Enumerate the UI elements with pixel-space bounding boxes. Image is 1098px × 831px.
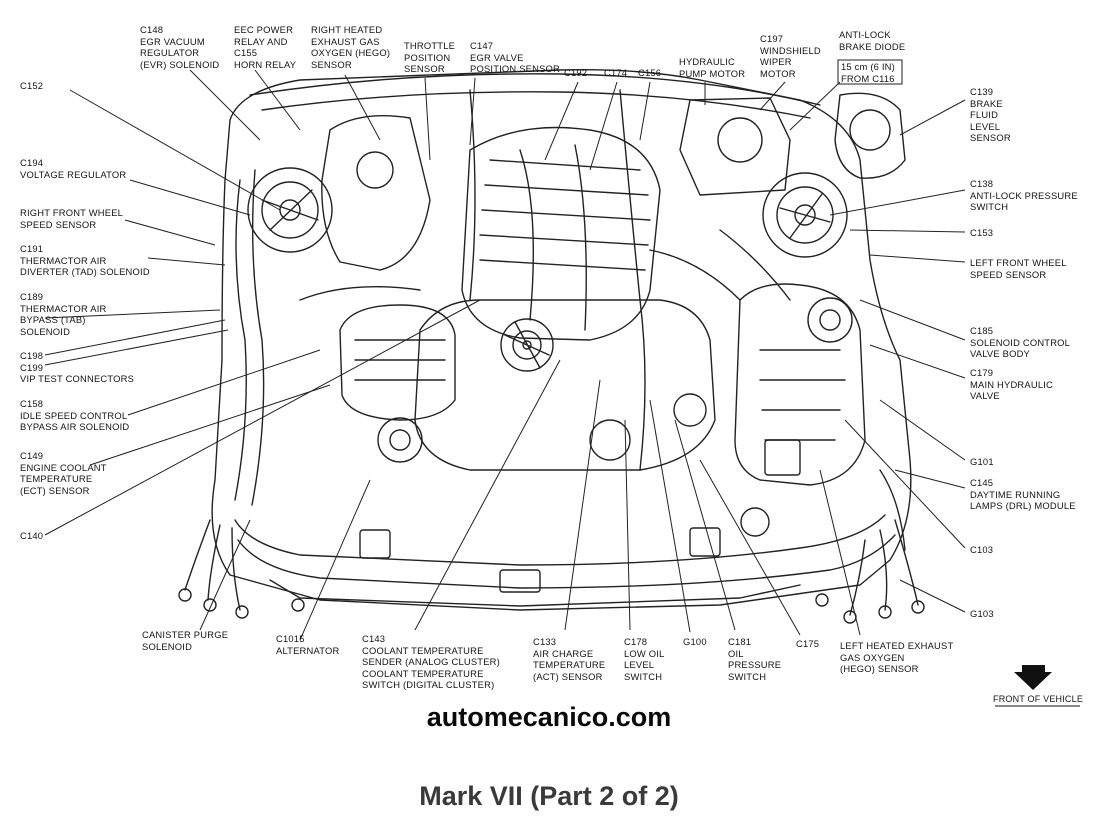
label-c156: C156 — [638, 67, 662, 78]
label-from-c116: 15 cm (6 IN) FROM C116 — [841, 61, 895, 84]
label-c181: C181 OIL PRESSURE SWITCH — [728, 636, 782, 682]
label-c179: C179 MAIN HYDRAULIC VALVE — [970, 367, 1054, 402]
label-c197: C197 WINDSHIELD WIPER MOTOR — [760, 33, 821, 79]
label-c1015: C1015 ALTERNATOR — [276, 633, 340, 656]
label-c175: C175 — [796, 638, 820, 649]
page-caption: Mark VII (Part 2 of 2) — [419, 781, 679, 811]
label-c133: C133 AIR CHARGE TEMPERATURE (ACT) SENSOR — [533, 636, 606, 682]
label-c138: C138 ANTI-LOCK PRESSURE SWITCH — [970, 178, 1078, 213]
label-lf-wheel-sensor: LEFT FRONT WHEEL SPEED SENSOR — [970, 257, 1067, 280]
label-c178: C178 LOW OIL LEVEL SWITCH — [624, 636, 665, 682]
label-g103: G103 — [970, 608, 994, 619]
label-c145: C145 DAYTIME RUNNING LAMPS (DRL) MODULE — [970, 477, 1076, 512]
label-c143: C143 COOLANT TEMPERATURE SENDER (ANALOG … — [362, 633, 500, 691]
label-g100: G100 — [683, 636, 707, 647]
label-c140: C140 — [20, 530, 44, 541]
label-g101: G101 — [970, 456, 994, 467]
label-c158: C158 IDLE SPEED CONTROL BYPASS AIR SOLEN… — [20, 398, 130, 433]
label-hydraulic-pump: HYDRAULIC PUMP MOTOR — [679, 56, 746, 79]
label-canister-purge: CANISTER PURGE SOLENOID — [142, 629, 229, 652]
label-left-hego: LEFT HEATED EXHAUST GAS OXYGEN (HEGO) SE… — [840, 640, 954, 675]
label-c189: C189 THERMACTOR AIR BYPASS (TAB) SOLENOI… — [20, 291, 107, 337]
label-c147: C147 EGR VALVE POSITION SENSOR — [470, 40, 560, 75]
label-antilock-diode: ANTI-LOCK BRAKE DIODE — [839, 29, 906, 52]
label-c174: C174 — [604, 67, 628, 78]
label-c153: C153 — [970, 227, 994, 238]
label-c148: C148 EGR VACUUM REGULATOR (EVR) SOLENOID — [140, 24, 220, 70]
label-c192: C192 — [564, 67, 588, 78]
front-arrow-icon — [995, 665, 1080, 707]
label-c191: C191 THERMACTOR AIR DIVERTER (TAD) SOLEN… — [20, 243, 150, 278]
label-right-hego: RIGHT HEATED EXHAUST GAS OXYGEN (HEGO) S… — [311, 24, 391, 70]
label-c185: C185 SOLENOID CONTROL VALVE BODY — [970, 325, 1071, 360]
leader-lines — [44, 69, 966, 641]
engine-drawing — [178, 69, 925, 624]
label-throttle-position: THROTTLE POSITION SENSOR — [404, 40, 456, 75]
label-front-of-vehicle: FRONT OF VEHICLE — [993, 694, 1084, 704]
label-c149: C149 ENGINE COOLANT TEMPERATURE (ECT) SE… — [20, 450, 107, 496]
label-c103: C103 — [970, 544, 994, 555]
label-rf-wheel-sensor: RIGHT FRONT WHEEL SPEED SENSOR — [20, 207, 124, 230]
label-c194: C194 VOLTAGE REGULATOR — [20, 157, 127, 180]
label-c152: C152 — [20, 80, 44, 91]
callout-box — [837, 59, 903, 85]
label-eec-relay: EEC POWER RELAY AND C155 HORN RELAY — [234, 24, 297, 70]
label-c198-c199: C198 C199 VIP TEST CONNECTORS — [20, 350, 135, 385]
watermark: automecanico.com — [426, 702, 672, 732]
label-c139: C139 BRAKE FLUID LEVEL SENSOR — [970, 86, 1011, 144]
